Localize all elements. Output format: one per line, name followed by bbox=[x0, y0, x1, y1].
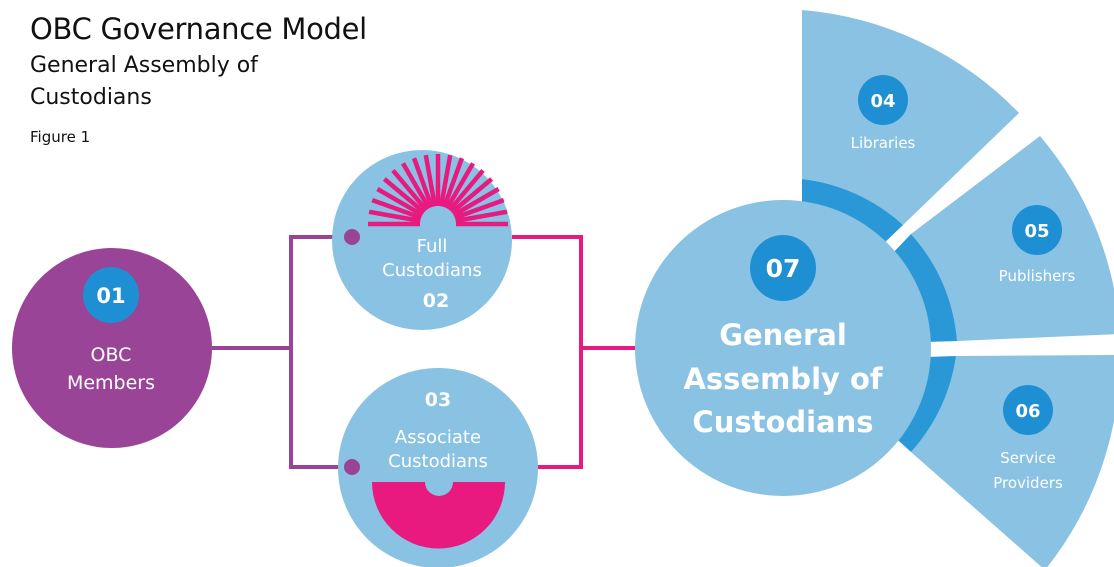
sunburst-ray bbox=[450, 177, 494, 215]
publishers-sector[interactable] bbox=[911, 136, 1114, 341]
service-providers-label-line1: Service bbox=[1000, 449, 1055, 467]
sunburst-ray bbox=[438, 154, 453, 207]
general-assembly-number: 07 bbox=[766, 254, 801, 283]
associate-custodians-label-line1: Associate bbox=[395, 427, 481, 448]
sunburst-ray bbox=[391, 168, 429, 212]
full-custodians-label-line2: Custodians bbox=[382, 260, 482, 281]
sunburst-ray bbox=[445, 162, 475, 210]
publishers-inner-band bbox=[891, 234, 957, 342]
libraries-node[interactable]: 04 Libraries bbox=[851, 75, 916, 152]
libraries-number: 04 bbox=[870, 91, 895, 112]
sunburst-ray bbox=[376, 187, 424, 217]
full-custodians-label-line1: Full bbox=[417, 236, 448, 257]
full-custodians-circle bbox=[332, 150, 512, 330]
sunburst-ray bbox=[442, 157, 465, 208]
obc-members-number: 01 bbox=[96, 284, 125, 308]
sunburst-ray bbox=[371, 197, 422, 220]
general-assembly-badge bbox=[750, 235, 816, 301]
sunburst-ray bbox=[411, 157, 434, 208]
page-title: OBC Governance Model bbox=[30, 12, 367, 46]
full-custodians-node[interactable]: Full Custodians 02 bbox=[332, 150, 512, 330]
sunburst-ray bbox=[447, 168, 485, 212]
full-custodians-number: 02 bbox=[423, 290, 449, 312]
obc-members-label-line1: OBC bbox=[91, 344, 132, 366]
obc-members-label-line2: Members bbox=[67, 372, 155, 394]
associate-custodians-node[interactable]: 03 Associate Custodians bbox=[338, 368, 538, 567]
sunburst-ray bbox=[382, 177, 426, 215]
full-custodians-dot bbox=[344, 229, 360, 245]
general-assembly-label-line2: Assembly of bbox=[683, 362, 882, 396]
sunburst-icon bbox=[368, 154, 508, 227]
general-assembly-label-line1: General bbox=[719, 318, 847, 352]
associate-custodians-number: 03 bbox=[425, 389, 451, 411]
general-assembly-node[interactable]: 07 General Assembly of Custodians bbox=[635, 200, 931, 496]
service-providers-badge bbox=[1003, 385, 1053, 435]
libraries-sector[interactable] bbox=[802, 10, 1019, 225]
libraries-inner-band bbox=[802, 179, 903, 246]
sunburst-ray bbox=[368, 209, 421, 224]
sunburst-ray bbox=[455, 209, 508, 224]
service-providers-number: 06 bbox=[1015, 401, 1040, 422]
libraries-label: Libraries bbox=[851, 134, 916, 152]
publishers-label: Publishers bbox=[999, 267, 1076, 285]
half-donut-hole bbox=[425, 482, 453, 496]
half-donut-icon bbox=[372, 482, 505, 549]
full-custodians-connector bbox=[289, 235, 352, 469]
stakeholder-ring bbox=[802, 10, 1114, 567]
sunburst-ray bbox=[452, 187, 500, 217]
publishers-number: 05 bbox=[1024, 221, 1049, 242]
sunburst-ray bbox=[401, 162, 431, 210]
service-providers-label-line2: Providers bbox=[993, 474, 1063, 492]
obc-members-node[interactable]: 01 OBC Members bbox=[12, 248, 212, 448]
full-to-assembly-connector bbox=[512, 235, 656, 350]
libraries-badge bbox=[858, 75, 908, 125]
sunburst-ray bbox=[423, 154, 438, 207]
general-assembly-label-line3: Custodians bbox=[692, 405, 873, 439]
figure-label: Figure 1 bbox=[30, 128, 91, 146]
service-providers-node[interactable]: 06 Service Providers bbox=[993, 385, 1063, 492]
obc-members-badge bbox=[83, 267, 139, 323]
associate-custodians-label-line2: Custodians bbox=[388, 451, 488, 472]
page-subtitle: General Assembly of Custodians bbox=[30, 53, 258, 110]
obc-members-circle bbox=[12, 248, 212, 448]
general-assembly-circle bbox=[635, 200, 931, 496]
publishers-badge bbox=[1012, 205, 1062, 255]
publishers-node[interactable]: 05 Publishers bbox=[999, 205, 1076, 285]
sunburst-ray bbox=[454, 197, 505, 220]
service-providers-sector[interactable] bbox=[911, 355, 1114, 567]
associate-custodians-dot bbox=[344, 459, 360, 475]
